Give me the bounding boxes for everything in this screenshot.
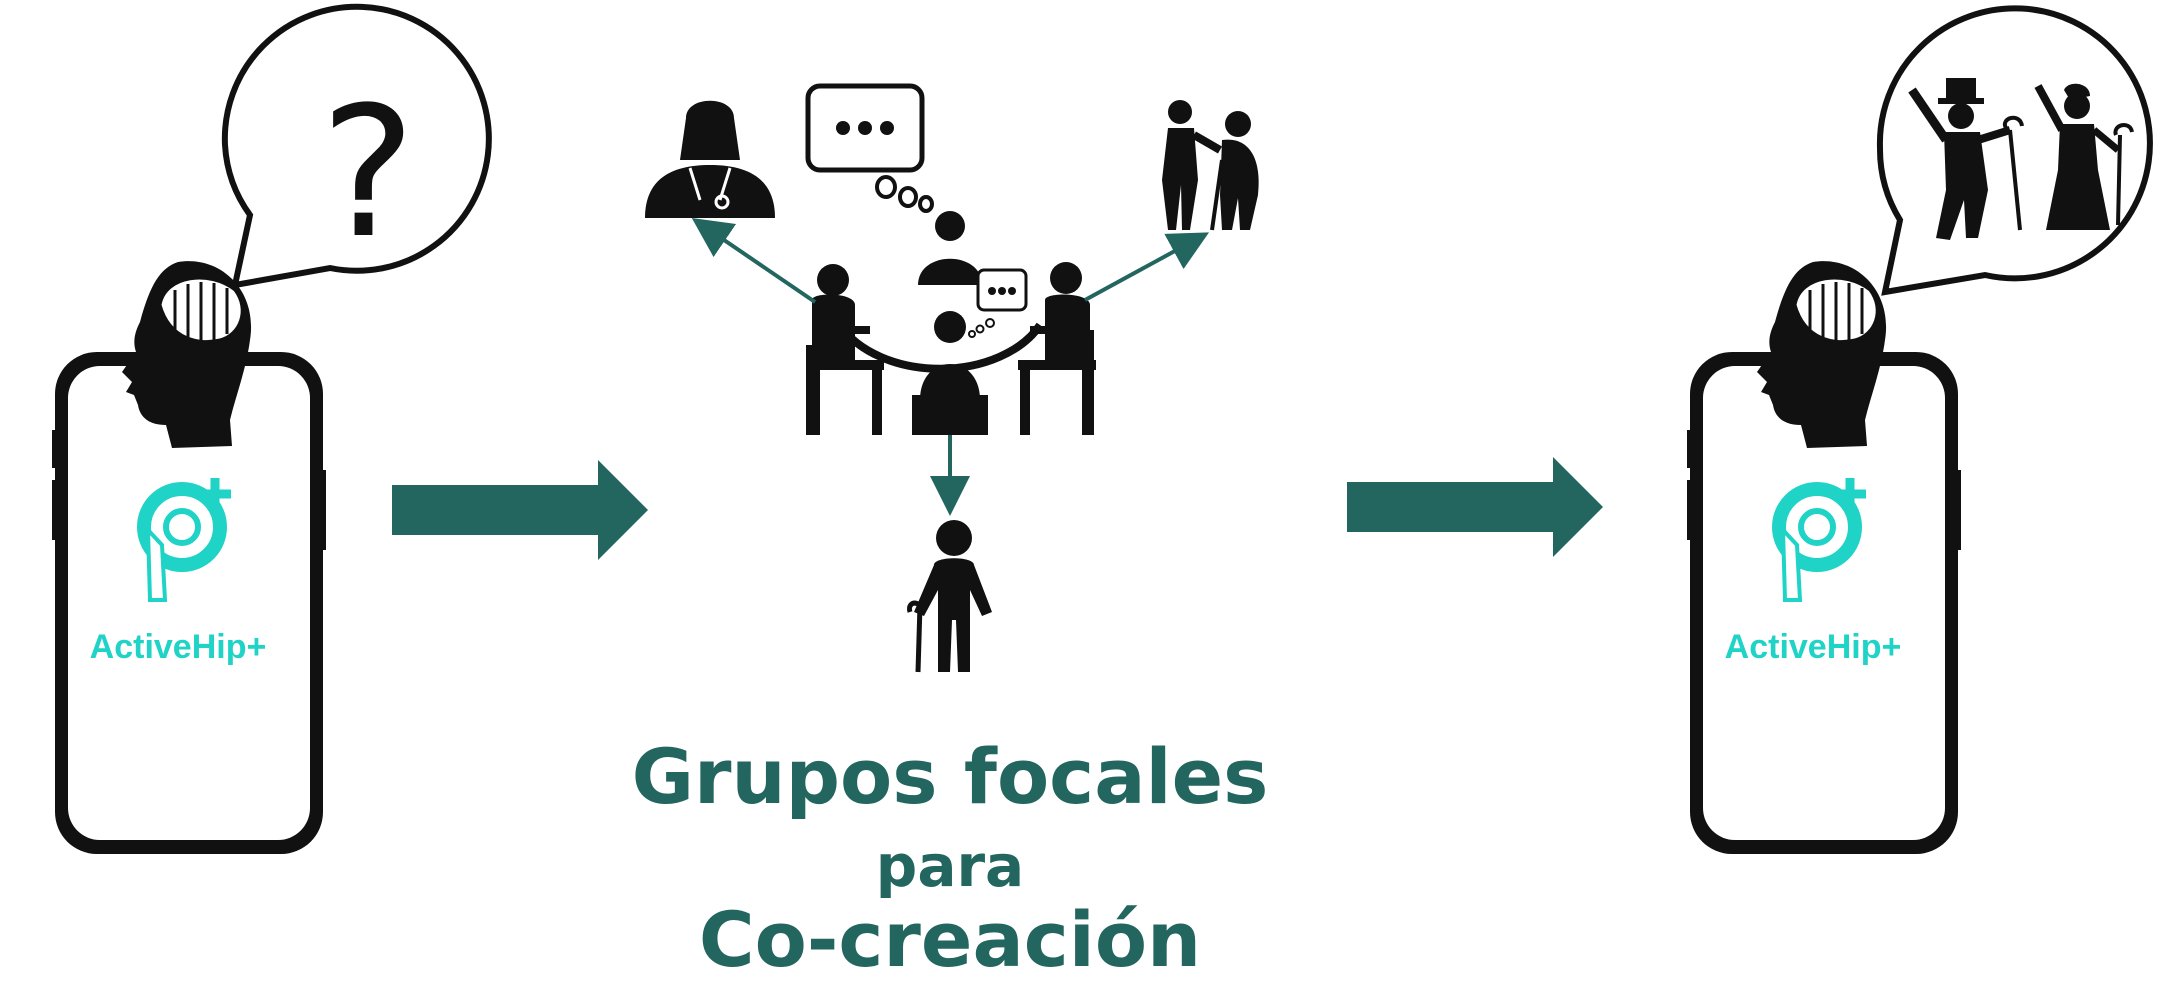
connector-arrows <box>691 217 1210 516</box>
left-phone-group: ? Active <box>52 3 492 854</box>
smartphone-right <box>1687 352 1961 854</box>
caption-line-2: para <box>875 832 1025 900</box>
activehip-logo-icon <box>1772 478 1866 602</box>
question-bubble: ? <box>221 3 492 289</box>
flow-arrow-1 <box>392 460 648 560</box>
focus-group-table-icon <box>806 211 1096 435</box>
head-with-brain-icon <box>1757 261 1887 448</box>
head-with-brain-icon <box>122 261 252 448</box>
focus-group-diagram <box>645 83 1259 673</box>
dancing-bubble <box>1876 5 2153 296</box>
activehip-logo-icon <box>137 478 231 602</box>
app-name-left: ActiveHip+ <box>90 628 267 666</box>
caption-line-3: Co-creación <box>698 895 1202 984</box>
dancing-elderly-couple-icon <box>1908 78 2134 240</box>
chat-bubble-icon <box>805 83 934 213</box>
doctor-icon <box>645 100 775 218</box>
app-name-right: ActiveHip+ <box>1725 628 1902 666</box>
caregiver-helping-elder-icon <box>1162 100 1259 231</box>
smartphone-left <box>52 352 326 854</box>
flow-arrow-2 <box>1347 457 1603 557</box>
elderly-person-with-cane-icon <box>907 520 992 673</box>
right-phone-group: ActiveHip+ <box>1687 5 2153 854</box>
caption-line-1: Grupos focales <box>631 732 1269 821</box>
question-mark-icon: ? <box>320 69 416 278</box>
